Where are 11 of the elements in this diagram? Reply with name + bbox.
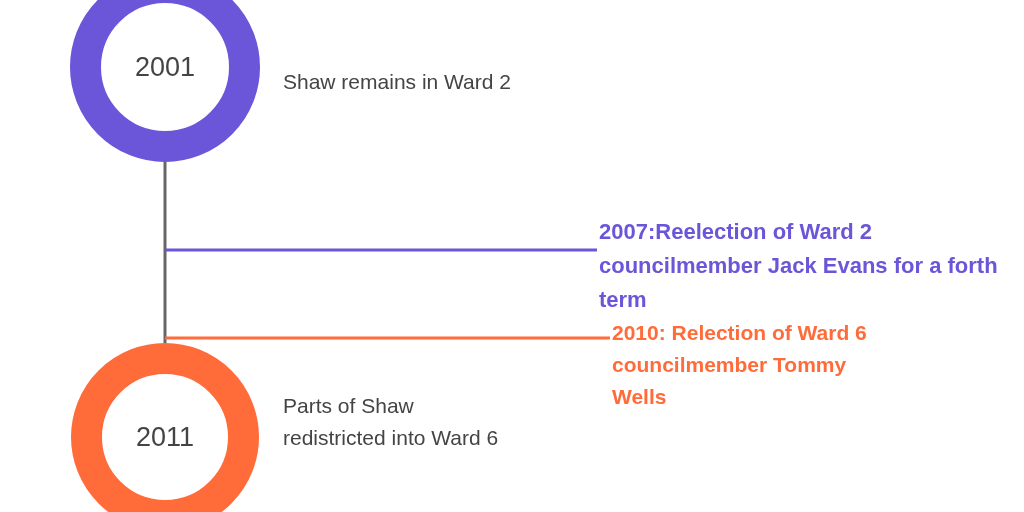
event-note: 2010: Relection of Ward 6 councilmember Tommy Wells (612, 317, 882, 413)
year-ring (71, 343, 259, 512)
timeline-line (163, 162, 167, 343)
year-label: 2001 (134, 51, 196, 83)
year-ring (70, 0, 260, 162)
event-note: 2007:Reelection of Ward 2 councilmember Jack Evans for a forth term (599, 215, 1019, 317)
connector-line (165, 248, 597, 252)
event-description: Shaw remains in Ward 2 (283, 69, 511, 95)
year-label: 2011 (135, 421, 195, 453)
event-description: Parts of Shaw redistricted into Ward 6 (283, 393, 500, 451)
connector-line (165, 336, 610, 340)
